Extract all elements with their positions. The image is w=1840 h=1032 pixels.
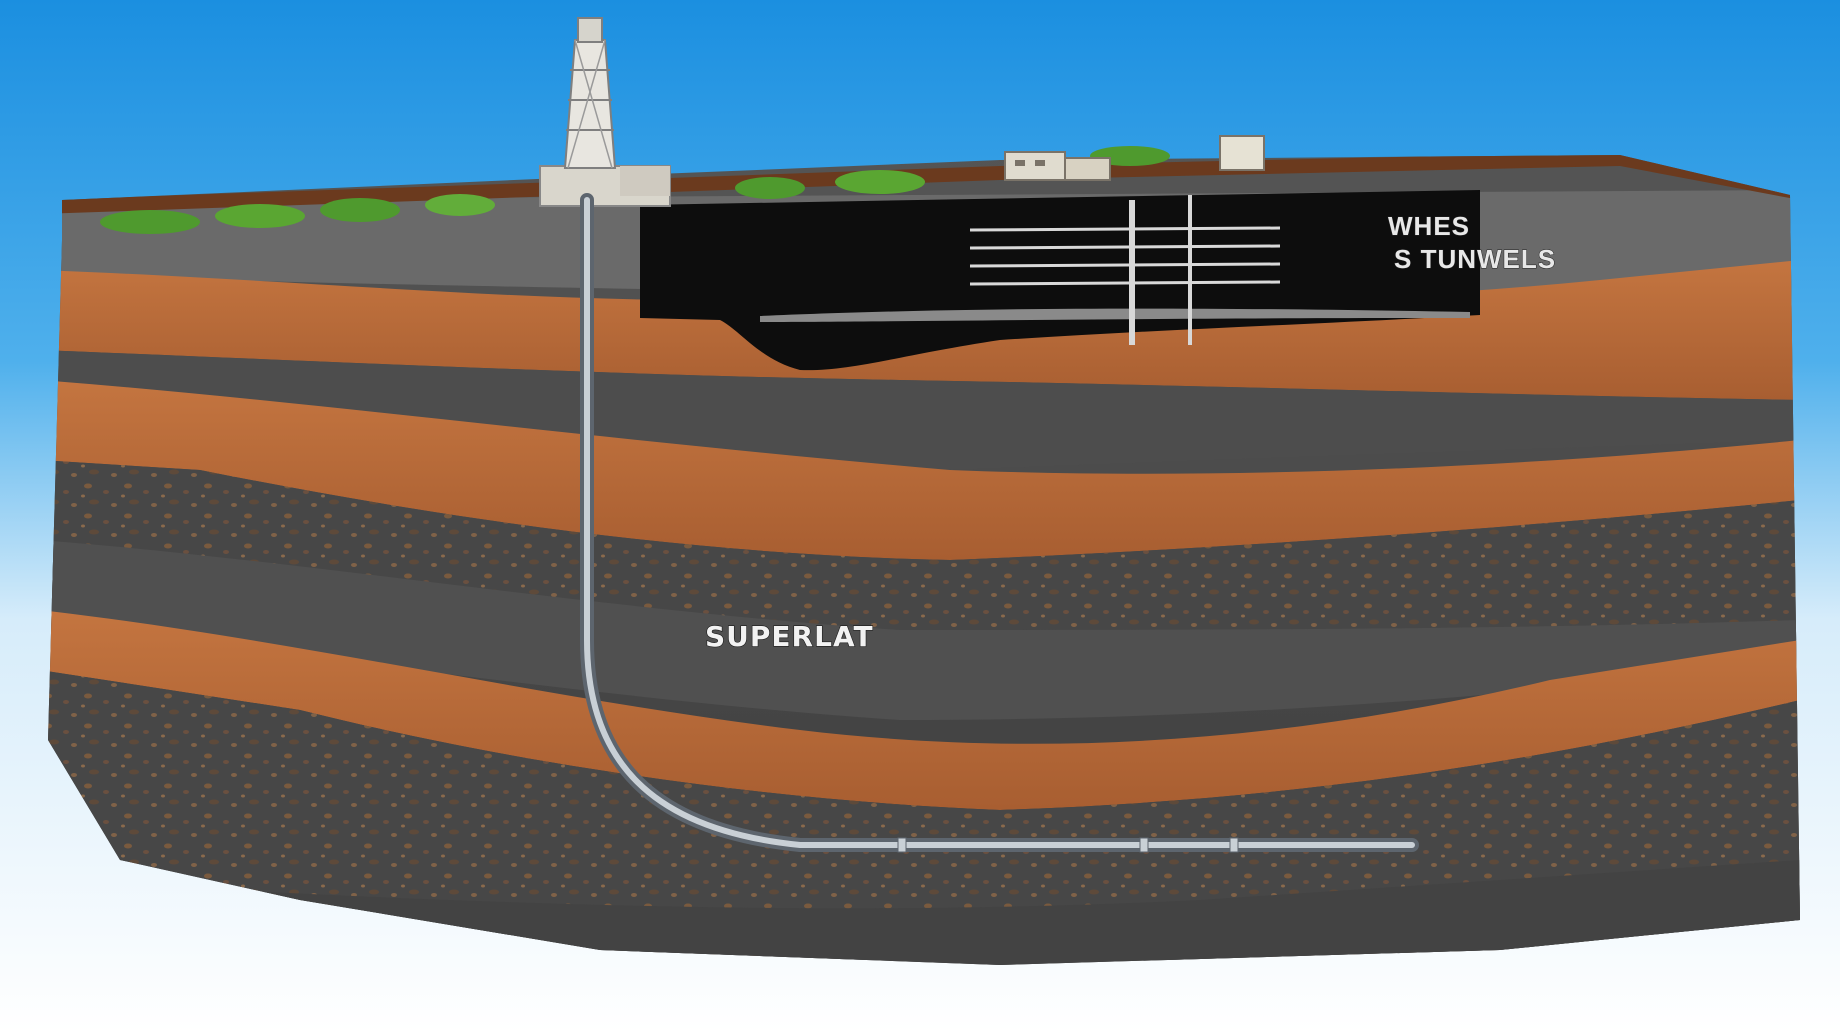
tunnels-label-line1: WHES — [1388, 211, 1470, 241]
tunnel-cavity — [640, 190, 1480, 371]
superlat-label: SUPERLAT — [705, 620, 874, 653]
strata-block — [48, 155, 1800, 965]
clay-layer-lower — [48, 610, 1800, 810]
tunnels-label-line2: S TUNWELS — [1394, 244, 1556, 274]
drilling-rig-icon — [539, 17, 671, 207]
building-icon — [1004, 135, 1265, 181]
clay-layer-middle — [48, 380, 1800, 560]
pipe-joints — [897, 837, 1239, 853]
tunnel-rails — [969, 195, 1281, 345]
